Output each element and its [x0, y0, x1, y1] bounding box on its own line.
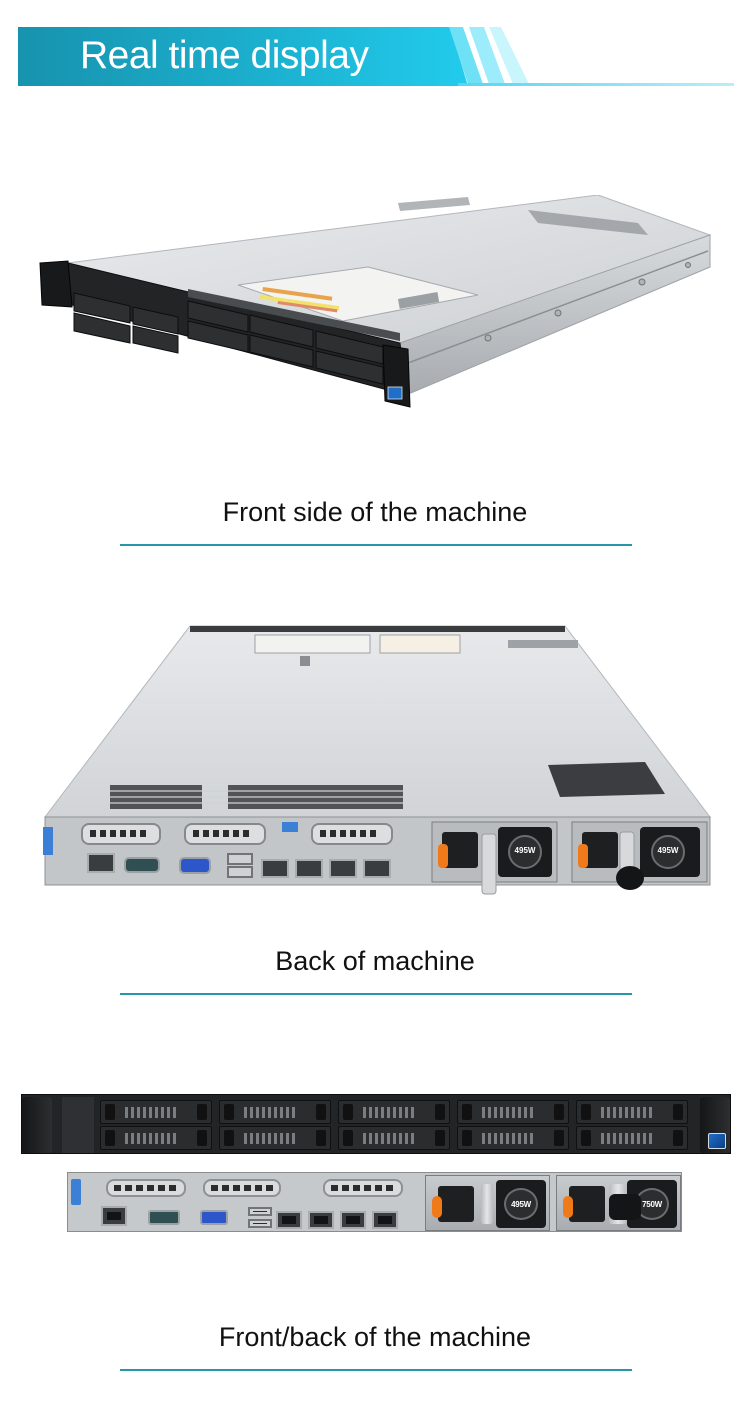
intel-badge-icon [708, 1133, 726, 1149]
cable-strap [609, 1194, 641, 1220]
header-underline [458, 83, 734, 86]
release-lever [563, 1196, 573, 1218]
release-tab [71, 1179, 81, 1205]
power-supply: 495W [425, 1175, 550, 1231]
front-server-image [38, 194, 713, 415]
release-lever [432, 1196, 442, 1218]
server-front-illustration [39, 194, 712, 408]
power-socket [569, 1186, 605, 1222]
front-panel-image [21, 1094, 731, 1154]
section-header-banner: Real time display [18, 27, 734, 86]
psu-wattage-label: 495W [504, 1188, 538, 1220]
network-port [276, 1211, 302, 1229]
drive-bay [338, 1100, 450, 1124]
section-divider [120, 993, 632, 995]
drive-bay [338, 1126, 450, 1150]
left-rack-ear [22, 1097, 52, 1153]
drive-bay [219, 1126, 331, 1150]
pcie-slot [106, 1179, 186, 1197]
section-caption-front-back: Front/back of the machine [218, 1322, 532, 1352]
psu-label: 495W [657, 846, 679, 855]
power-supply: 750W [556, 1175, 681, 1231]
header-gradient-bar [18, 27, 468, 86]
network-port [340, 1211, 366, 1229]
vga-port [200, 1210, 228, 1225]
network-port [308, 1211, 334, 1229]
serial-port [148, 1210, 180, 1225]
usb-port [248, 1219, 272, 1228]
psu-handle [481, 1184, 493, 1224]
psu-label: 495W [514, 846, 536, 855]
idrac-port [101, 1206, 127, 1226]
pcie-slot [323, 1179, 403, 1197]
drive-bay [219, 1100, 331, 1124]
section-divider [120, 544, 632, 546]
rear-panel-image: 495W 750W [67, 1172, 682, 1232]
power-socket [438, 1186, 474, 1222]
section-caption-front: Front side of the machine [222, 497, 528, 527]
drive-bay [100, 1126, 212, 1150]
drive-bay [576, 1100, 688, 1124]
header-title: Real time display [80, 34, 369, 77]
section-divider [120, 1369, 632, 1371]
server-back-illustration [43, 625, 712, 895]
drive-bay [457, 1100, 569, 1124]
psu-fan: 495W [496, 1180, 546, 1228]
usb-port [248, 1207, 272, 1216]
drive-bay [100, 1100, 212, 1124]
pcie-slot [203, 1179, 281, 1197]
drive-bay [457, 1126, 569, 1150]
network-port [372, 1211, 398, 1229]
back-server-image: 495W 495W [40, 622, 715, 897]
section-caption-back: Back of machine [275, 946, 475, 976]
drive-bay [576, 1126, 688, 1150]
control-panel [62, 1097, 94, 1153]
